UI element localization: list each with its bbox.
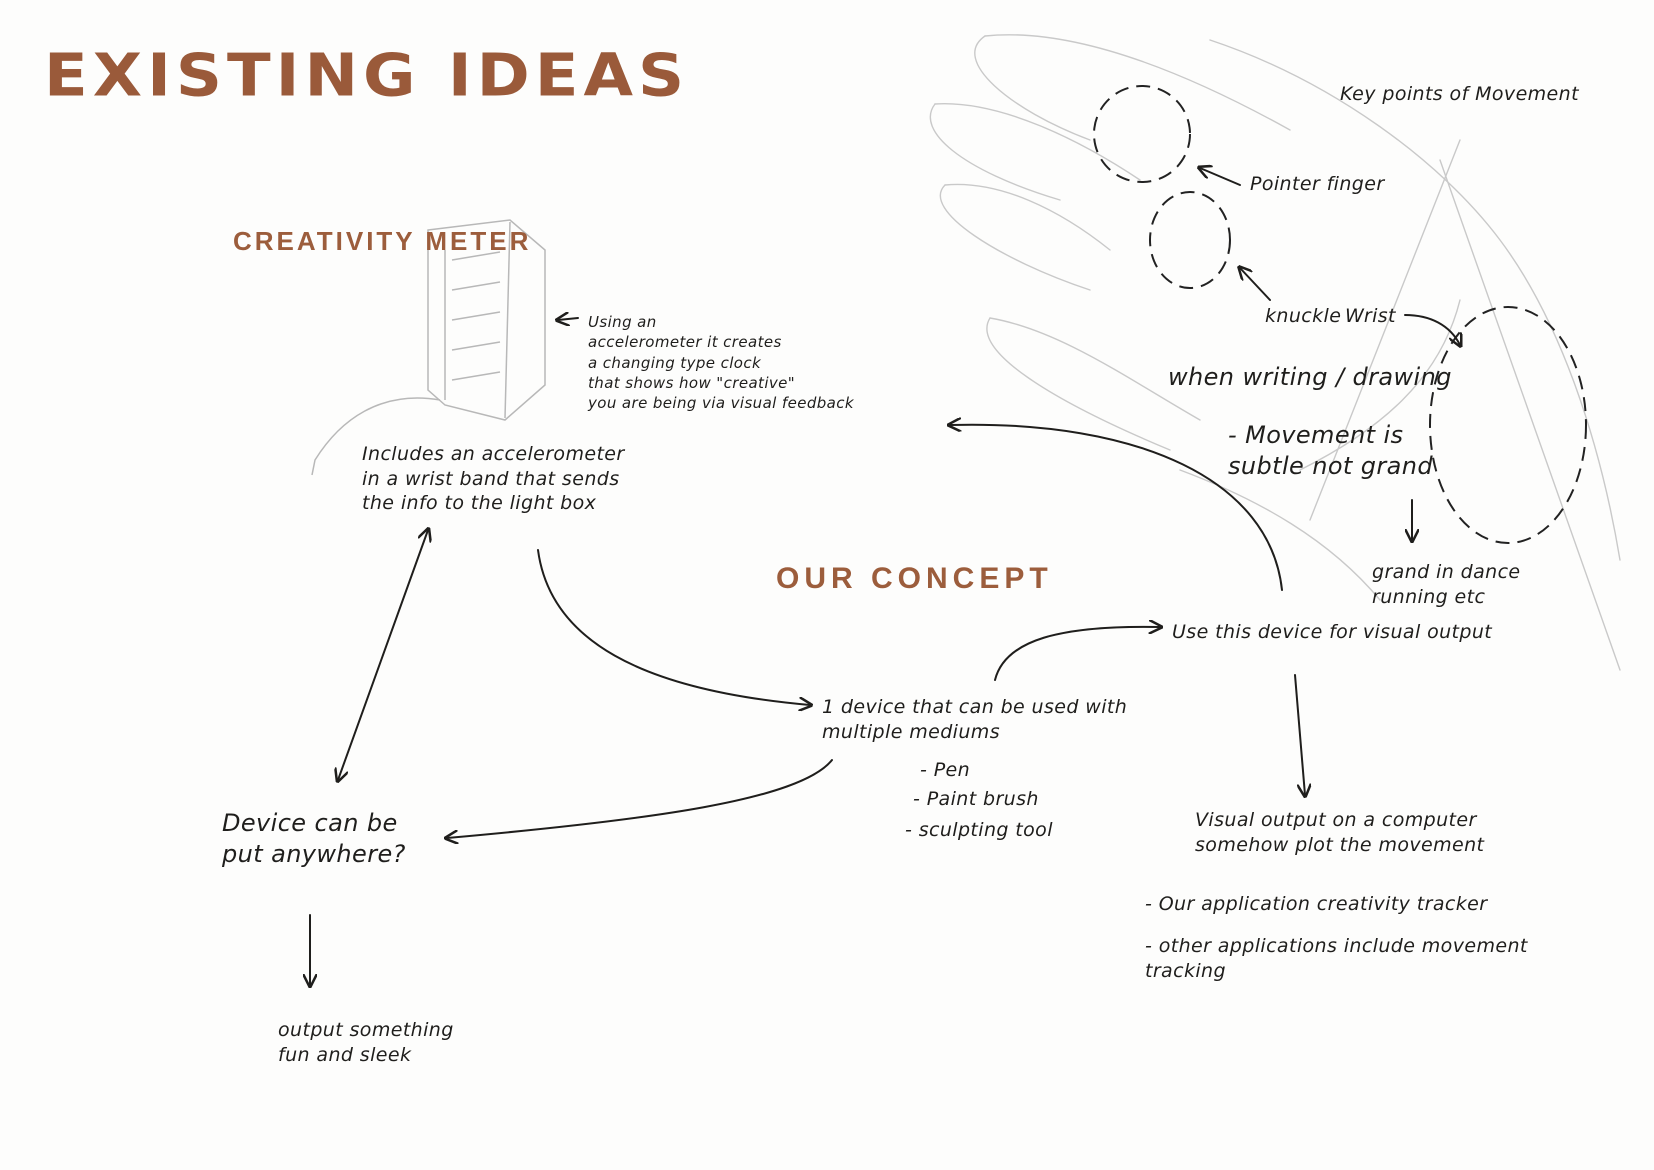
application-movement-tracking: - other applications include movement tr… [1145, 935, 1528, 982]
device-multiple-label: 1 device that can be used with multiple … [822, 696, 1128, 743]
key-point-markers [1093, 85, 1587, 544]
hand-pencil-sketch [929, 34, 1621, 671]
pointer-finger-label: Pointer finger [1250, 173, 1385, 195]
flow-arrows [310, 168, 1460, 985]
anywhere-question: Device can be put anywhere? [222, 809, 406, 869]
medium-sculpting-tool: - sculpting tool [905, 819, 1053, 841]
device-note: Using an accelerometer it creates a chan… [588, 313, 855, 412]
arrow-output-to-computer [1294, 674, 1305, 795]
arrow-anywhere-to-meter [338, 530, 428, 780]
page-title: EXISTING IDEAS [44, 42, 690, 111]
computer-output-label: Visual output on a computer somehow plot… [1195, 809, 1485, 856]
visual-output-label: Use this device for visual output [1172, 621, 1493, 643]
arrow-to-knuckle [1240, 268, 1271, 301]
arrow-concept-to-meter [950, 425, 1283, 591]
hand-thumb [989, 317, 1201, 421]
movement-line-2 [1439, 159, 1621, 671]
our-concept-heading: OUR CONCEPT [776, 562, 1053, 595]
creativity-meter-heading: CREATIVITY METER [233, 226, 532, 256]
hand-palm-line-2 [1299, 299, 1461, 471]
arrow-to-pointer-finger [1200, 168, 1241, 186]
hand-finger-3b [939, 184, 1091, 291]
arrow-device-to-anywhere [447, 759, 833, 838]
knuckle-label: knuckle [1265, 305, 1342, 327]
grand-dance-label: grand in dance running etc [1372, 561, 1521, 608]
hand-finger-1b [974, 35, 1091, 141]
arrow-device-to-output [994, 627, 1160, 681]
arrow-to-device-note [558, 318, 579, 320]
writing-drawing-label: when writing / drawing [1168, 363, 1452, 391]
arrow-meter-to-device [537, 549, 810, 705]
wrist-label: Wrist [1345, 305, 1396, 327]
application-creativity-tracker: - Our application creativity tracker [1145, 893, 1488, 915]
hand-thumb-b [986, 317, 1171, 451]
creativity-meter-pencil-box [311, 219, 546, 476]
medium-pen: - Pen [920, 759, 971, 781]
key-points-heading: Key points of Movement [1340, 83, 1579, 105]
hand-finger-3 [944, 183, 1111, 251]
wristband-note: Includes an accelerometer in a wrist ban… [362, 443, 625, 515]
arrow-wrist-to-marker [1404, 314, 1460, 345]
hand-palm-line [1209, 39, 1621, 561]
pointer-finger-marker [1093, 85, 1191, 183]
output-fun-sleek: output something fun and sleek [278, 1019, 454, 1066]
hand-finger-2b [929, 103, 1061, 201]
wrist-marker [1429, 306, 1587, 544]
hand-finger-1 [984, 34, 1291, 131]
movement-subtle-label: - Movement is subtle not grand [1228, 421, 1434, 481]
medium-paint-brush: - Paint brush [913, 788, 1039, 810]
hand-finger-2 [934, 103, 1141, 181]
movement-line-3 [1179, 469, 1381, 601]
knuckle-marker [1149, 191, 1231, 289]
movement-line-1 [1309, 139, 1461, 521]
